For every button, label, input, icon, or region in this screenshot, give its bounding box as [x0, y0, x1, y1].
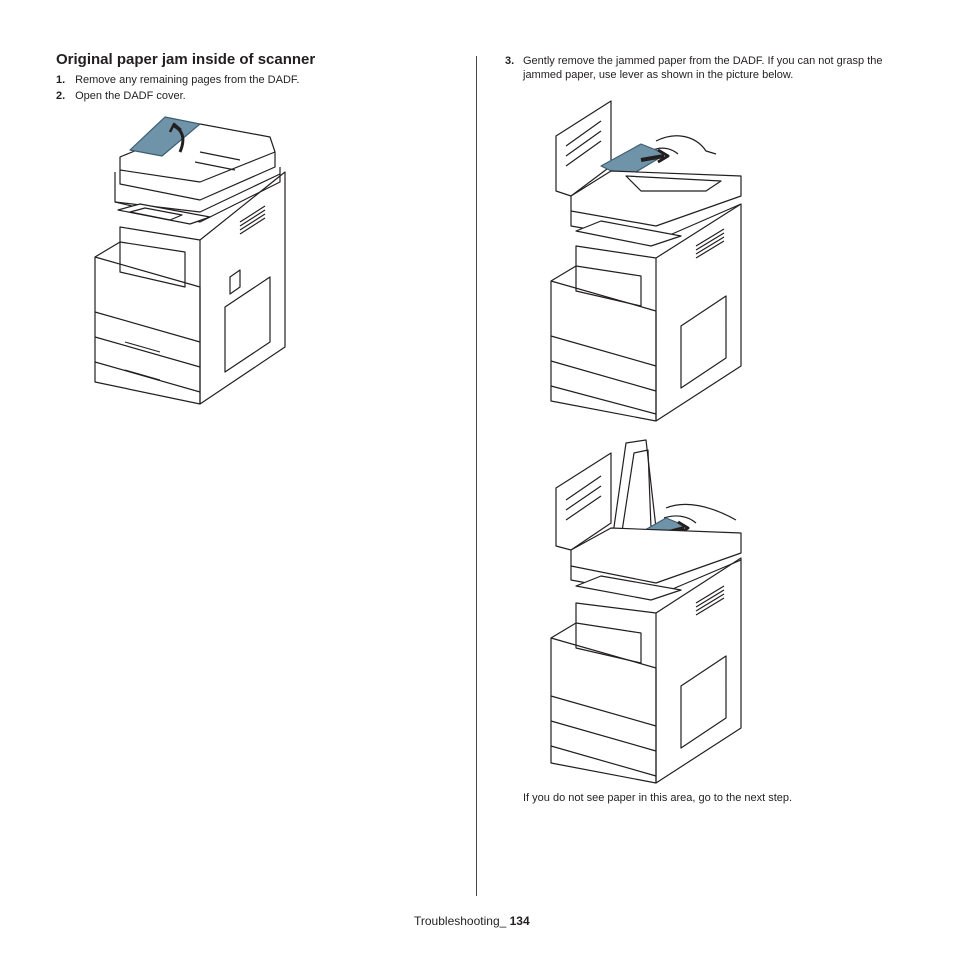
printer-open-cover-illustration	[94, 116, 286, 405]
footer-chapter: Troubleshooting_	[414, 914, 510, 928]
step-text: Open the DADF cover.	[75, 90, 186, 102]
footer-page-number: 134	[509, 914, 530, 928]
lever-release-illustration	[550, 439, 742, 784]
step-number: 2.	[56, 90, 66, 102]
step-text: Gently remove the jammed paper from the …	[523, 55, 883, 81]
divider-line	[476, 56, 477, 896]
step-1: 1. Remove any remaining pages from the D…	[56, 73, 456, 87]
remove-jammed-paper-illustration	[550, 100, 742, 422]
step-2: 2. Open the DADF cover.	[56, 89, 456, 103]
step-number: 1.	[56, 74, 66, 86]
section-heading: Original paper jam inside of scanner	[56, 51, 316, 68]
note-text: If you do not see paper in this area, go…	[523, 792, 793, 804]
page-footer: Troubleshooting_ 134	[414, 914, 530, 928]
step-number: 3.	[505, 55, 515, 67]
step-text: Remove any remaining pages from the DADF…	[75, 74, 300, 86]
step-3: 3. Gently remove the jammed paper from t…	[505, 54, 900, 82]
